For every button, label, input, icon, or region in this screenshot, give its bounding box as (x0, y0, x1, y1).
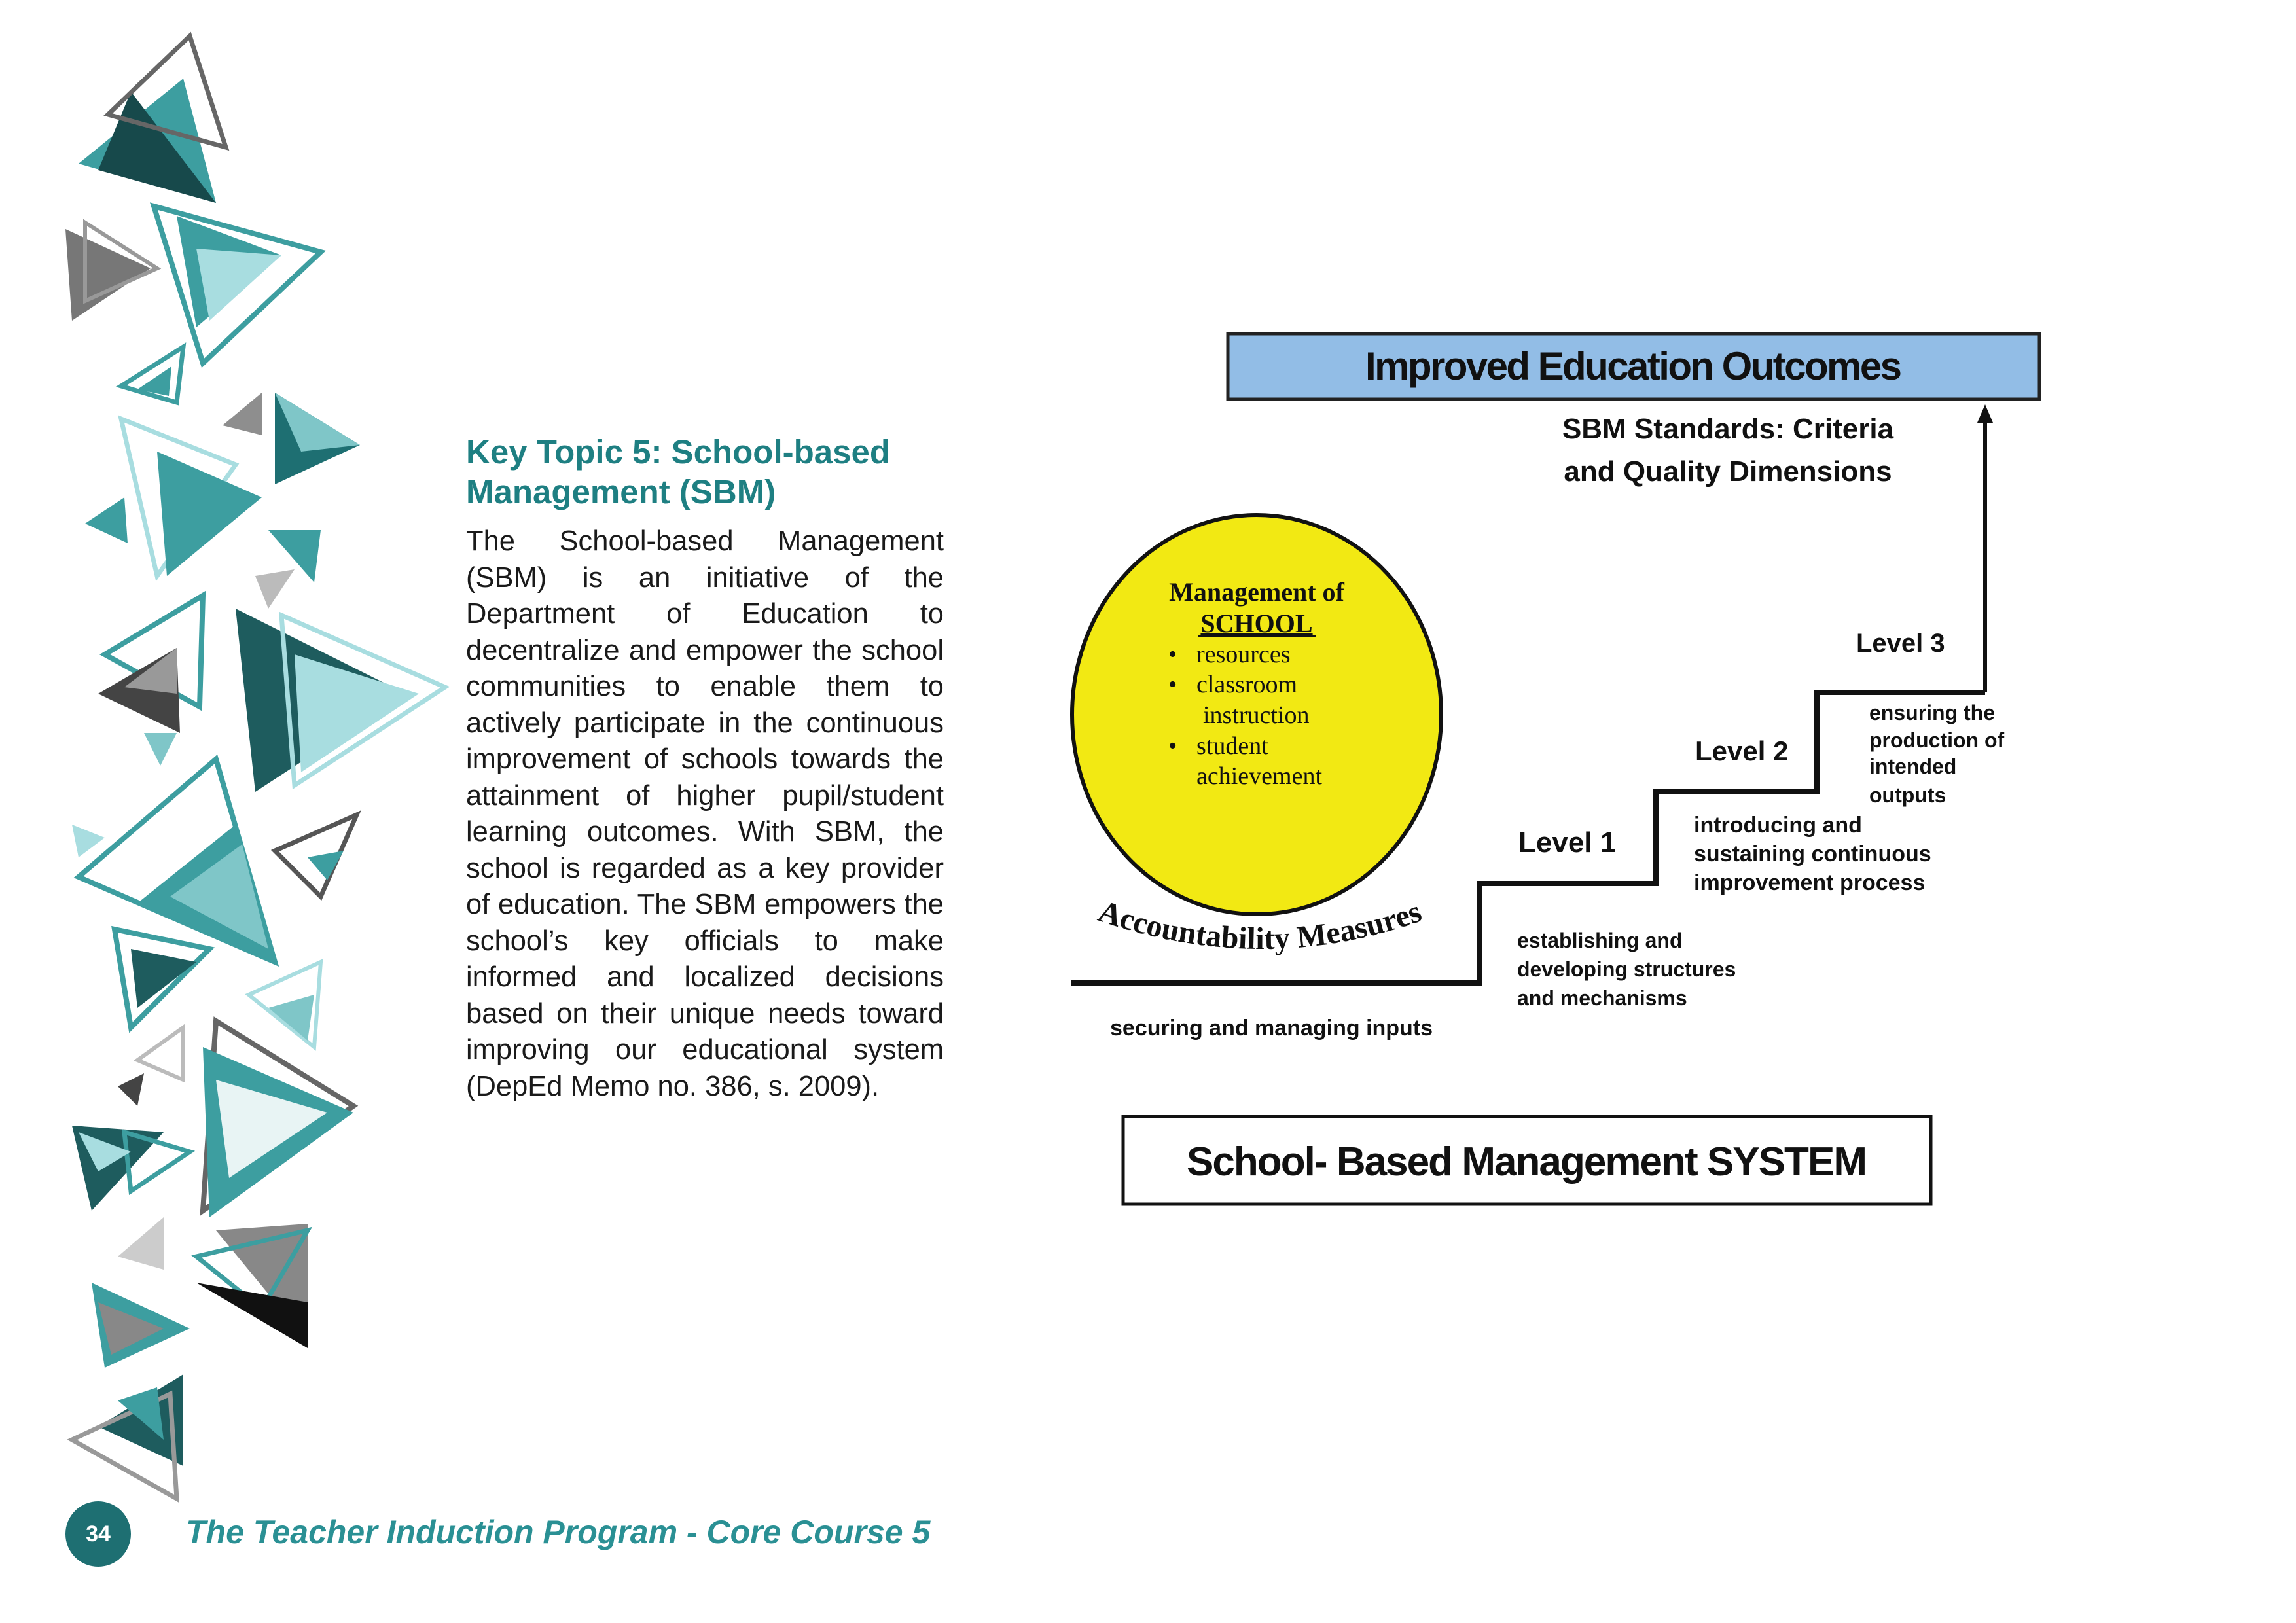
level-3-desc-line-3: intended (1869, 755, 1956, 778)
level-2-desc-line-3: improvement process (1694, 870, 1925, 895)
improved-outcomes-label: Improved Education Outcomes (1365, 344, 1902, 388)
bullet-student: student (1196, 732, 1268, 760)
arrow-head-icon (1977, 404, 1993, 423)
bullet-dot-icon: • (1168, 732, 1177, 760)
circle-heading: Management of (1169, 577, 1344, 607)
bullet-student-cont: achievement (1196, 762, 1322, 790)
management-circle (1070, 513, 1443, 916)
level-3-desc-line-4: outputs (1869, 783, 1946, 807)
standards-line-2: and Quality Dimensions (1564, 455, 1892, 488)
improved-outcomes-box (1226, 332, 2041, 401)
sbm-diagram: Improved Education Outcomes SBM Standard… (1070, 332, 2041, 1206)
topic-title-line-2: Management (SBM) (466, 473, 776, 510)
topic-title: Key Topic 5: School-based Management (SB… (466, 432, 963, 512)
triangle-pattern (65, 31, 450, 1503)
level-3-desc-line-2: production of (1869, 728, 2005, 752)
sbm-system-box (1121, 1115, 1933, 1206)
level-2-desc-line-2: sustaining continuous (1694, 842, 1931, 866)
decorative-triangles (65, 31, 450, 1503)
bullet-dot-icon: • (1168, 671, 1177, 698)
bullet-resources: resources (1196, 641, 1290, 668)
staircase (1071, 690, 1985, 986)
standards-line-1: SBM Standards: Criteria (1562, 413, 1894, 445)
sbm-system-label: School- Based Management SYSTEM (1187, 1139, 1867, 1185)
page-number-badge: 34 (65, 1501, 131, 1567)
footer-title: The Teacher Induction Program - Core Cou… (186, 1514, 931, 1550)
level-1-desc-line-2: developing structures (1517, 957, 1736, 981)
bullet-classroom: classroom (1196, 671, 1297, 698)
level-2-desc-line-1: introducing and (1694, 813, 1862, 838)
level-1-desc-line-3: and mechanisms (1517, 986, 1687, 1010)
topic-title-line-1: Key Topic 5: School-based (466, 433, 891, 471)
level-3-desc-line-1: ensuring the (1869, 701, 1995, 724)
level-2-label: Level 2 (1695, 736, 1788, 766)
level-1-label: Level 1 (1518, 827, 1616, 859)
level-1-desc-line-1: establishing and (1517, 929, 1682, 952)
circle-subheading: SCHOOL (1200, 609, 1312, 638)
base-description: securing and managing inputs (1110, 1016, 1433, 1041)
topic-body: The School-based Management (SBM) is an … (466, 526, 944, 1102)
bullet-classroom-cont: instruction (1203, 702, 1310, 729)
level-3-label: Level 3 (1856, 629, 1945, 658)
bullet-dot-icon: • (1168, 641, 1177, 668)
